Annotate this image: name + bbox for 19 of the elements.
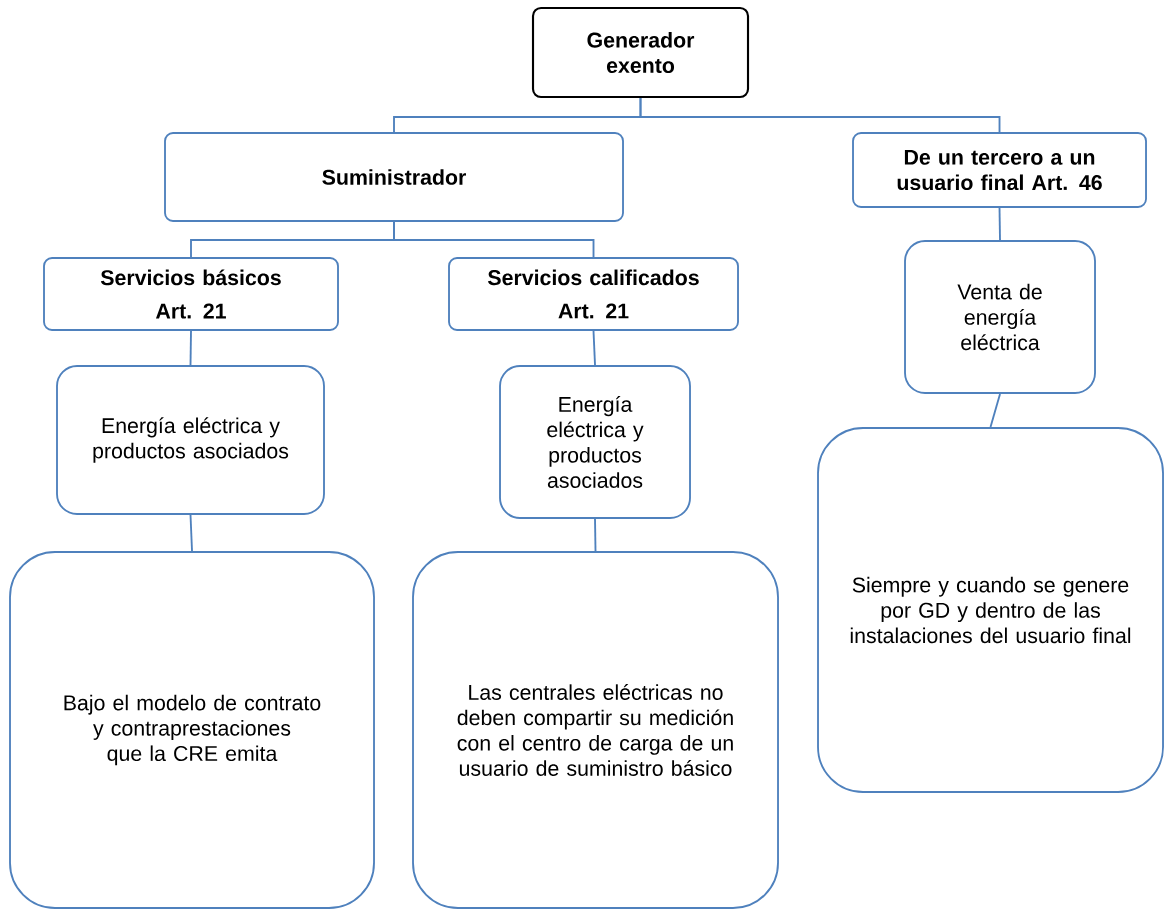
connector: [189, 514, 193, 552]
connector: [189, 330, 192, 366]
connector: [594, 518, 597, 552]
connector: [393, 221, 595, 258]
connector: [592, 330, 596, 366]
text-box: Energía eléctrica y productos asociados: [499, 365, 691, 519]
heading-box: Suministrador: [164, 132, 624, 222]
heading-box: Servicios calificados Art. 21: [448, 257, 739, 331]
text-box: Bajo el modelo de contrato y contraprestaciones que la CRE emita: [9, 551, 375, 909]
text-box: Las centrales eléctricas no deben compartir su medición con el centro de carga de un usuario de suministro básico: [412, 551, 779, 909]
text-box: Venta de energía eléctrica: [904, 240, 1096, 394]
heading-box: Servicios básicos Art. 21: [43, 257, 339, 331]
connector: [989, 393, 1001, 428]
heading-box: Generador exento: [531, 6, 750, 99]
connector: [998, 207, 1001, 241]
text-box: Energía eléctrica y productos asociados: [56, 365, 325, 515]
connector: [639, 97, 1001, 133]
heading-box: De un tercero a un usuario final Art. 46: [852, 132, 1147, 208]
text-box: Siempre y cuando se genere por GD y dentro de las instalaciones del usuario final: [817, 427, 1164, 793]
